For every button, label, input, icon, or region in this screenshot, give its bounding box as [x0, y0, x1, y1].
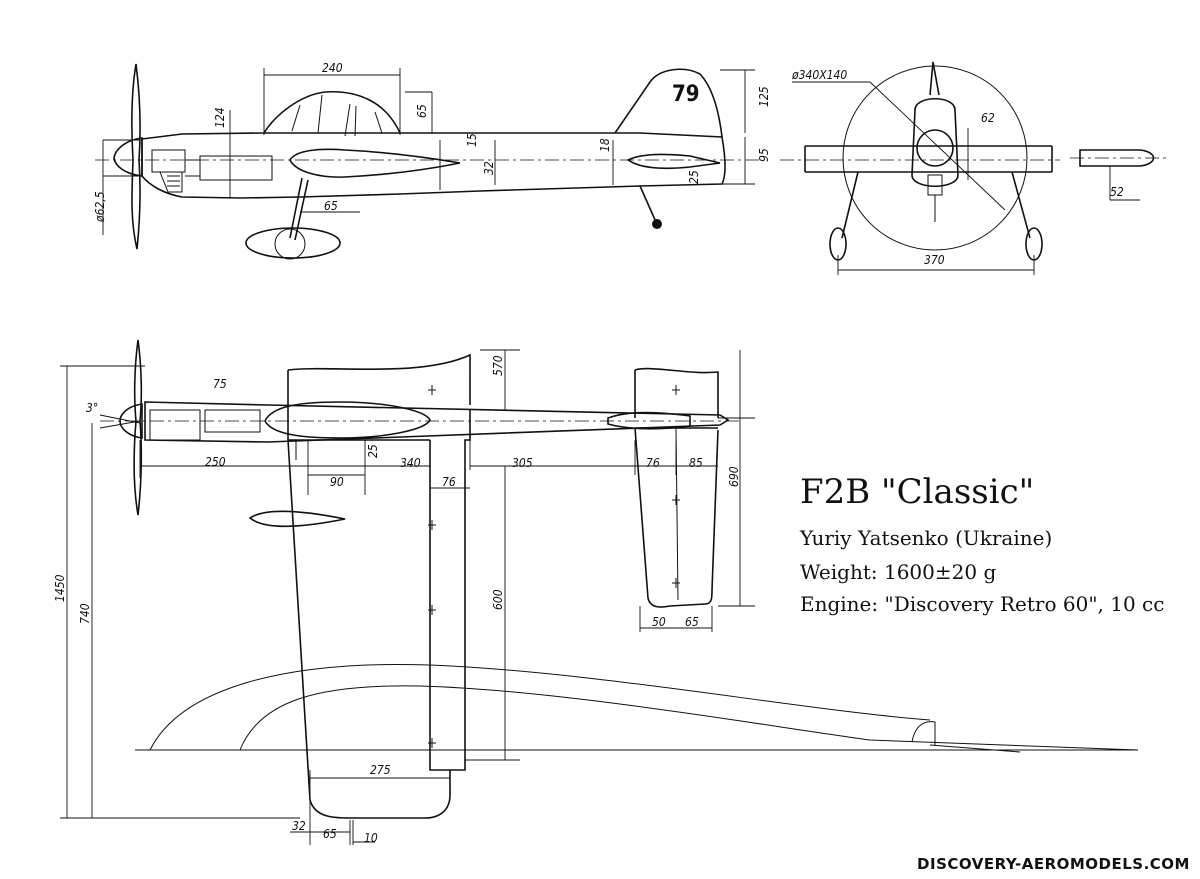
front-engine: [927, 174, 943, 222]
dim-rear-fuselage: 95: [757, 148, 771, 162]
tail-wheel-leg: [639, 185, 657, 223]
dim-305: 305: [512, 456, 533, 470]
dim-25-side: 25: [687, 170, 701, 184]
engine-line: Engine: "Discovery Retro 60", 10 cc: [800, 592, 1165, 616]
wing-outline: [287, 353, 471, 819]
dim-tip-10: 10: [364, 831, 378, 845]
profile-outer: [149, 663, 931, 751]
side-view: 79 240 65 125 95 124 18 15 32 25 ø62,5 6…: [93, 61, 771, 260]
dim-tip-32: 32: [292, 819, 306, 833]
dim-75: 75: [213, 377, 227, 391]
stab-fuselage: [607, 411, 691, 430]
front-gear-left: [841, 171, 859, 239]
stab-section: [1079, 149, 1155, 167]
dim-15: 15: [465, 133, 479, 147]
propeller-side: [131, 63, 141, 250]
top-view: 3° 75 250 90 25 340 76 305 76 85 690 570…: [53, 339, 755, 845]
dim-76-flap: 76: [442, 475, 456, 489]
prop-top: [133, 339, 143, 516]
dim-32: 32: [482, 161, 496, 175]
stab-airfoil: [626, 153, 721, 170]
dim-wheel: ø340X140: [791, 68, 847, 82]
author-line: Yuriy Yatsenko (Ukraine): [800, 526, 1053, 550]
dim-angle: 3°: [86, 401, 98, 415]
fuselage-side: [141, 132, 726, 199]
dim-stab-65: 65: [685, 615, 699, 629]
dim-track: 370: [924, 253, 945, 267]
dim-570: 570: [491, 355, 505, 376]
dim-stab-thickness: 52: [1110, 185, 1124, 199]
front-fin: [929, 61, 940, 96]
dim-fin-height: 125: [757, 86, 771, 107]
wing-rib-section: [248, 510, 346, 528]
dim-740: 740: [78, 603, 92, 624]
angle-lines: [99, 414, 141, 429]
dim-spinner: ø62,5: [93, 191, 107, 223]
dim-span-1450: 1450: [53, 574, 67, 602]
website-watermark: DISCOVERY-AEROMODELS.COM: [917, 855, 1190, 873]
canopy-top: [264, 401, 431, 439]
stab-outline: [634, 367, 719, 608]
dim-stab-76: 76: [646, 456, 660, 470]
dim-tip-275: 275: [370, 763, 391, 777]
prop-disc: [842, 65, 1028, 251]
engine-side: [151, 149, 201, 193]
dim-canopy-length: 240: [322, 61, 343, 75]
dim-stab-85: 85: [689, 456, 703, 470]
dim-tip-65: 65: [323, 827, 337, 841]
front-dims: [792, 81, 1140, 275]
fin-rudder: [614, 68, 723, 138]
dim-340: 340: [400, 456, 421, 470]
side-dims: [102, 68, 755, 235]
dim-gear-position: 65: [324, 199, 338, 213]
dim-flap-600: 600: [491, 589, 505, 610]
tail-number: 79: [672, 82, 700, 107]
canopy-side: [263, 90, 401, 134]
main-gear-leg: [289, 177, 309, 241]
front-fuselage: [911, 98, 959, 187]
profile-tip: [911, 721, 1021, 753]
front-wing: [804, 145, 1053, 173]
hinge-marks: [428, 385, 680, 748]
main-wheel: [274, 228, 306, 260]
front-centerline: [780, 157, 1170, 161]
front-spinner: [916, 129, 954, 167]
wing-root-airfoil: [289, 148, 461, 178]
wing-profile-view: [135, 663, 1139, 753]
dim-canopy-height: 65: [415, 104, 429, 118]
tank-side: [199, 155, 273, 181]
profile-inner: [239, 685, 1139, 751]
flap-line: [295, 440, 431, 768]
dim-tail-18: 18: [598, 138, 612, 152]
engine-top: [149, 409, 261, 441]
front-view: ø340X140 62 370 52: [780, 61, 1170, 275]
main-wheel-pant: [245, 227, 341, 259]
dim-stab-690: 690: [727, 466, 741, 487]
dim-25-top: 25: [366, 444, 380, 458]
spinner-side: [113, 137, 143, 177]
dim-canopy-90: 90: [330, 475, 344, 489]
dim-fuselage-height: 124: [213, 107, 227, 128]
tail-wheel: [652, 219, 662, 229]
fuselage-top: [144, 401, 730, 443]
front-gear-right: [1011, 171, 1031, 239]
dim-gear-height: 62: [981, 111, 995, 125]
model-title: F2B "Classic": [800, 472, 1035, 512]
dim-stab-50: 50: [652, 615, 666, 629]
weight-line: Weight: 1600±20 g: [800, 560, 997, 584]
top-dims: [60, 349, 755, 845]
dim-nose-250: 250: [205, 455, 226, 469]
canopy-frame: [291, 94, 383, 137]
